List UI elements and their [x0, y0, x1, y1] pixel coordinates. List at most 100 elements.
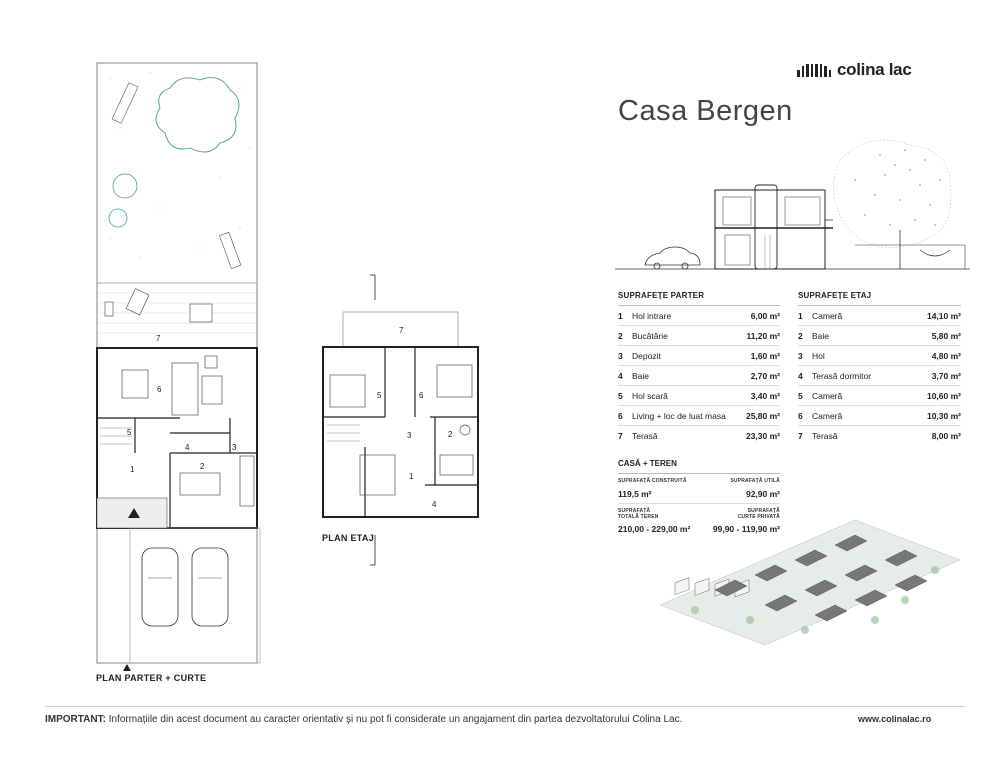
row-value: 5,80 m²: [931, 330, 961, 341]
row-name: Hol intrare: [632, 310, 672, 321]
row-name: Terasă: [812, 430, 838, 441]
useful-label: SUPRAFAȚĂ UTILĂ: [730, 478, 780, 484]
row-number: 1: [798, 310, 803, 321]
ground-floor-plan: 7 6 5 4 3 2 1: [96, 62, 261, 671]
etaj-row: 2 Baie 5,80 m²: [798, 326, 961, 346]
row-number: 3: [798, 350, 803, 361]
parter-title: SUPRAFEȚE PARTER: [618, 291, 780, 306]
important-label: IMPORTANT:: [45, 714, 106, 725]
ground-room-1: 1: [130, 465, 135, 474]
row-number: 1: [618, 310, 623, 321]
upper-room-7: 7: [399, 326, 404, 335]
land-label-2: TOTALĂ TEREN: [618, 514, 659, 520]
upper-room-1: 1: [409, 472, 414, 481]
ground-plan-label: PLAN PARTER + CURTE: [96, 673, 207, 683]
parter-row: 3 Depozit 1,60 m²: [618, 346, 780, 366]
etaj-row: 3 Hol 4,80 m²: [798, 346, 961, 366]
row-name: Terasă dormitor: [812, 370, 872, 381]
upper-room-3: 3: [407, 431, 412, 440]
row-name: Cameră: [812, 390, 843, 401]
row-value: 10,60 m²: [926, 390, 961, 401]
upper-floor-plan: 7 5 6 3 2 1 4: [322, 274, 479, 566]
row-name: Hol: [812, 350, 825, 361]
brand-name: colina lac: [837, 60, 912, 79]
row-number: 7: [618, 430, 623, 441]
parter-row: 5 Hol scară 3,40 m²: [618, 386, 780, 406]
row-value: 25,80 m²: [745, 410, 780, 421]
ground-room-6: 6: [157, 385, 162, 394]
row-number: 4: [618, 370, 623, 381]
website-link[interactable]: www.colinalac.ro: [858, 714, 932, 724]
row-value: 10,30 m²: [926, 410, 961, 421]
row-value: 11,20 m²: [746, 330, 780, 341]
row-value: 6,00 m²: [750, 310, 780, 321]
parter-row: 7 Terasă 23,30 m²: [618, 426, 780, 445]
built-value: 119,5 m²: [618, 489, 652, 499]
built-label: SUPRAFAȚĂ CONSTRUITĂ: [618, 478, 687, 484]
brand-logo: colina lac: [797, 60, 912, 80]
upper-room-4: 4: [432, 500, 437, 509]
etaj-row: 6 Cameră 10,30 m²: [798, 406, 961, 426]
row-name: Cameră: [812, 310, 843, 321]
casa-teren-title: CASĂ + TEREN: [618, 459, 780, 474]
row-number: 4: [798, 370, 803, 381]
upper-room-6: 6: [419, 391, 424, 400]
row-value: 3,70 m²: [931, 370, 961, 381]
ground-room-3: 3: [232, 443, 237, 452]
row-number: 7: [798, 430, 803, 441]
yard-label-2: CURTE PRIVATĂ: [737, 514, 780, 520]
page-title: Casa Bergen: [618, 95, 793, 127]
row-name: Hol scară: [632, 390, 668, 401]
parter-area-table: SUPRAFEȚE PARTER 1 Hol intrare 6,00 m² 2 Bu…: [618, 291, 780, 445]
etaj-row: 1 Cameră 14,10 m²: [798, 306, 961, 326]
parter-row: 2 Bucătărie 11,20 m²: [618, 326, 780, 346]
row-value: 23,30 m²: [745, 430, 780, 441]
yard-label-1: SUPRAFAȚĂ: [747, 508, 780, 514]
row-number: 2: [798, 330, 803, 341]
row-number: 6: [798, 410, 803, 421]
row-name: Baie: [812, 330, 830, 341]
row-number: 5: [618, 390, 623, 401]
upper-plan-label: PLAN ETAJ: [322, 533, 375, 543]
etaj-row: 7 Terasă 8,00 m²: [798, 426, 961, 445]
etaj-row: 5 Cameră 10,60 m²: [798, 386, 961, 406]
row-number: 5: [798, 390, 803, 401]
row-value: 14,10 m²: [926, 310, 961, 321]
row-name: Depozit: [632, 350, 661, 361]
ground-room-5: 5: [127, 428, 132, 437]
row-value: 8,00 m²: [931, 430, 961, 441]
row-number: 3: [618, 350, 623, 361]
important-text: Informațiile din acest document au carac…: [105, 714, 683, 725]
logo-bars-icon: [797, 63, 831, 77]
ground-room-2: 2: [200, 462, 205, 471]
row-value: 3,40 m²: [750, 390, 780, 401]
row-name: Baie: [632, 370, 650, 381]
row-number: 2: [618, 330, 623, 341]
parter-row: 6 Living + loc de luat masa 25,80 m²: [618, 406, 780, 426]
upper-room-2: 2: [448, 430, 453, 439]
row-name: Cameră: [812, 410, 843, 421]
footer-divider: [45, 706, 965, 707]
row-value: 4,80 m²: [931, 350, 961, 361]
ground-room-7: 7: [156, 334, 161, 343]
row-name: Bucătărie: [632, 330, 668, 341]
land-label-1: SUPRAFAȚĂ: [618, 508, 651, 514]
ground-room-4: 4: [185, 443, 190, 452]
row-number: 6: [618, 410, 623, 421]
etaj-row: 4 Terasă dormitor 3,70 m²: [798, 366, 961, 386]
row-name: Living + loc de luat masa: [632, 410, 726, 421]
row-name: Terasă: [632, 430, 658, 441]
house-elevation-illustration: [615, 139, 970, 270]
footer-disclaimer: IMPORTANT: Informațiile din acest docume…: [45, 714, 682, 725]
land-value: 210,00 - 229,00 m²: [618, 524, 691, 534]
yard-value: 99,90 - 119,90 m²: [712, 524, 780, 534]
upper-room-5: 5: [377, 391, 382, 400]
development-aerial-illustration: [659, 519, 961, 646]
casa-teren-table: CASĂ + TEREN SUPRAFAȚĂ CONSTRUITĂ SUPRAF…: [618, 459, 780, 534]
useful-value: 92,90 m²: [745, 489, 780, 499]
parter-row: 1 Hol intrare 6,00 m²: [618, 306, 780, 326]
row-value: 1,60 m²: [750, 350, 780, 361]
etaj-title: SUPRAFEȚE ETAJ: [798, 291, 961, 306]
